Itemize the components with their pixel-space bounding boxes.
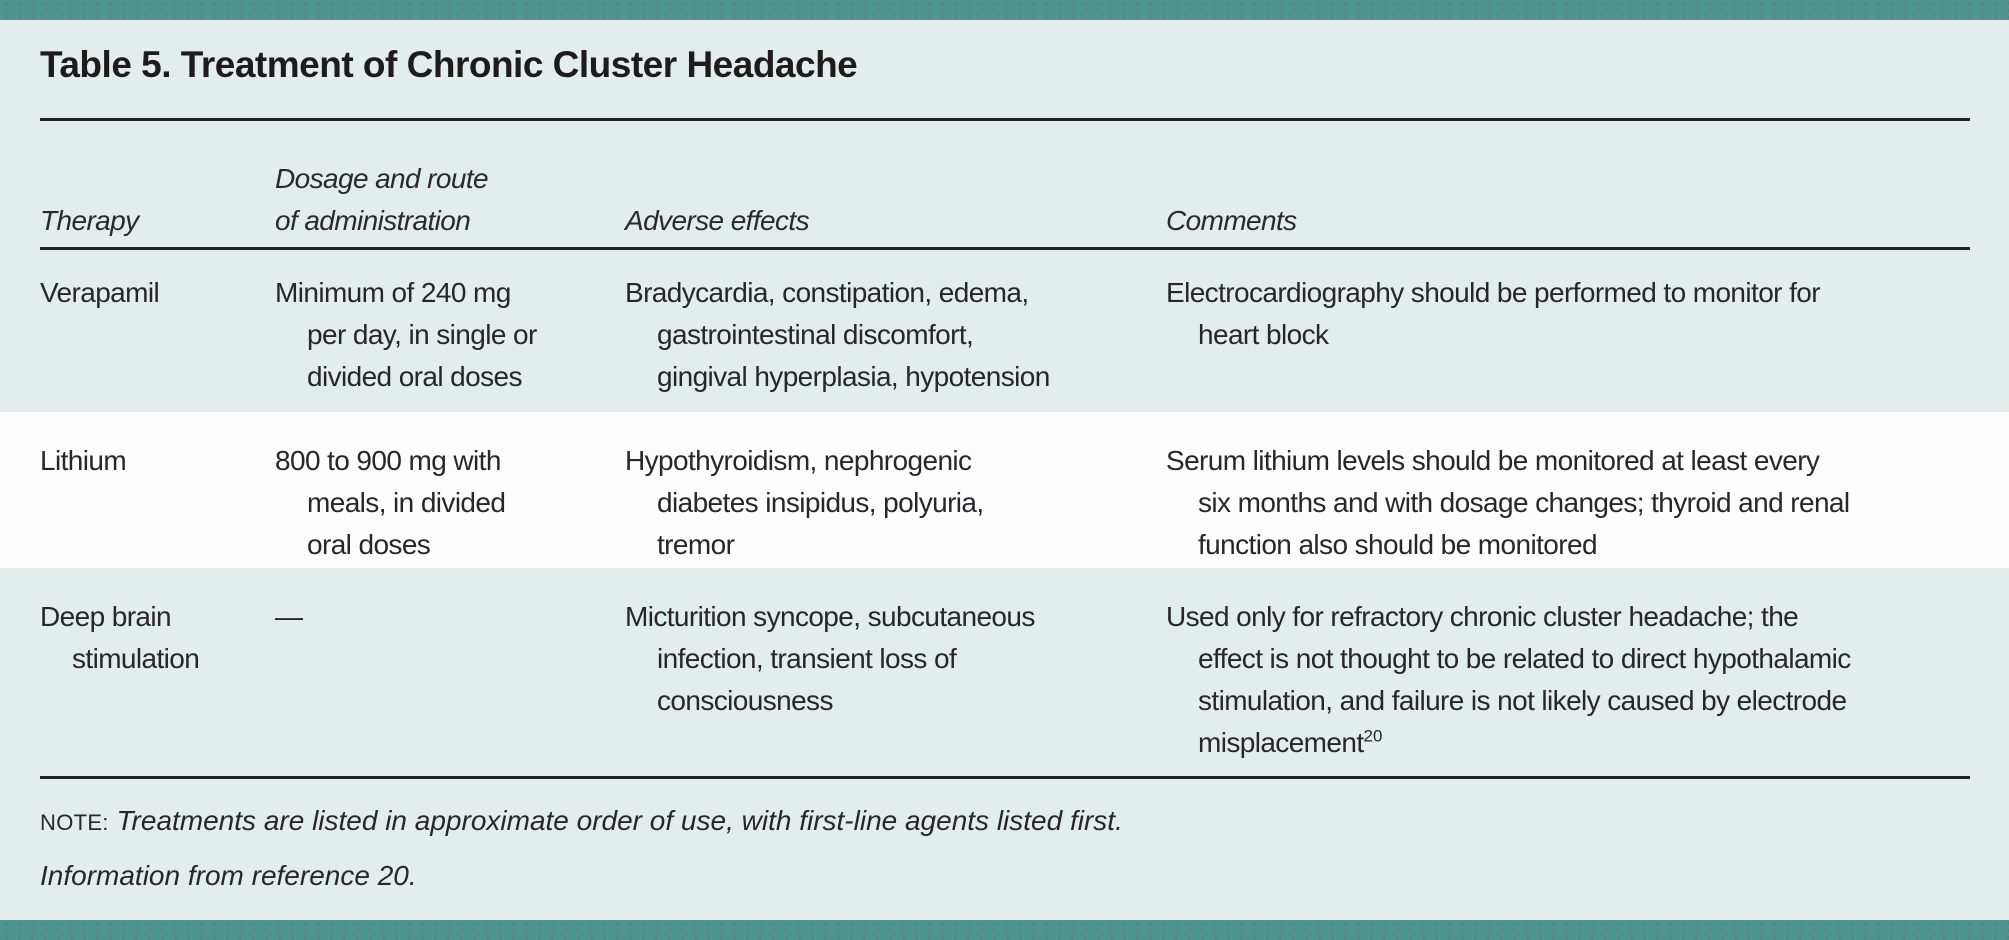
note-label: NOTE: — [40, 810, 109, 835]
row-verapamil-therapy: Verapamil — [40, 277, 160, 308]
table-title: Table 5. Treatment of Chronic Cluster He… — [40, 44, 858, 85]
footnote-line: NOTE: Treatments are listed in approxima… — [40, 800, 1123, 844]
column-header-adverse-effects: Adverse effects — [625, 205, 810, 236]
row-verapamil-comments: Electrocardiography should be performed … — [1166, 277, 1821, 350]
row-dbs-comments-lines: Used only for refractory chronic cluster… — [1166, 601, 1851, 716]
row-highlight-band — [0, 412, 2009, 568]
header-divider-rule — [40, 247, 1970, 250]
row-dbs-comments-last-word: misplacement — [1198, 727, 1364, 758]
top-accent-bar — [0, 0, 2009, 20]
source-attribution: Information from reference 20. — [40, 860, 417, 891]
column-header-therapy: Therapy — [40, 205, 139, 236]
bottom-accent-bar — [0, 920, 2009, 940]
row-verapamil-adverse: Bradycardia, constipation, edema,gastroi… — [625, 277, 1050, 392]
row-dbs-comments: Used only for refractory chronic cluster… — [1166, 596, 1851, 764]
row-dbs-comments-last-line: misplacement20 — [1166, 722, 1851, 764]
reference-superscript: 20 — [1363, 726, 1383, 746]
row-dbs-dosage-emdash: — — [275, 601, 303, 632]
title-divider-rule — [40, 118, 1970, 121]
footer-divider-rule — [40, 776, 1970, 779]
row-lithium-therapy: Lithium — [40, 445, 127, 476]
note-text: Treatments are listed in approximate ord… — [116, 805, 1123, 836]
row-lithium-comments: Serum lithium levels should be monitored… — [1166, 445, 1850, 560]
column-header-comments: Comments — [1166, 205, 1297, 236]
